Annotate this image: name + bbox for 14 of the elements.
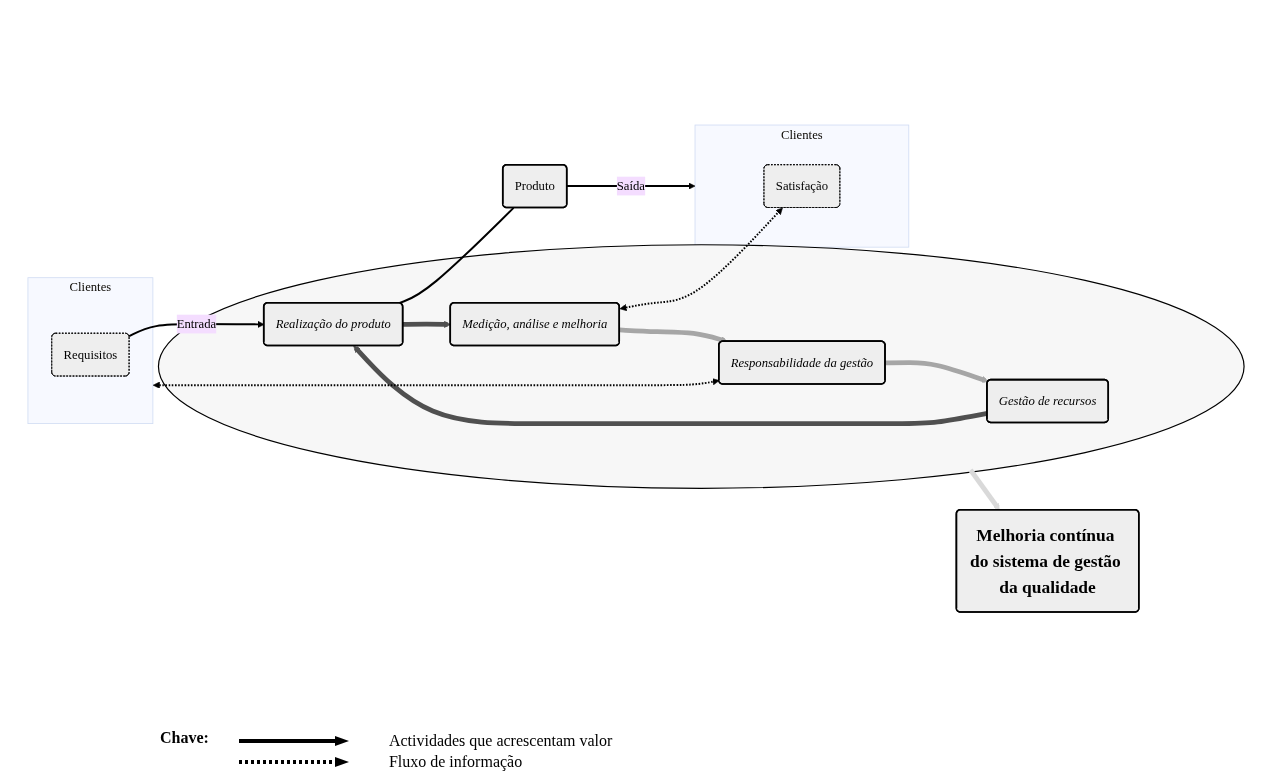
arrow: [885, 360, 989, 383]
edge-label: Saída: [616, 178, 645, 193]
arrow: [152, 378, 720, 389]
arrow: [619, 207, 783, 311]
legend-text: Actividades que acrescentam valor: [388, 732, 613, 750]
legend-text: Fluxo de informação: [388, 753, 523, 771]
arrow: [353, 345, 988, 426]
arrow: [619, 327, 728, 344]
arrow: [968, 468, 1000, 511]
cluster: [157, 244, 1245, 489]
arrow: [403, 320, 451, 328]
key-heading: Chave:: [160, 729, 209, 747]
connector: [398, 206, 515, 305]
edge-label: Entrada: [176, 316, 217, 331]
